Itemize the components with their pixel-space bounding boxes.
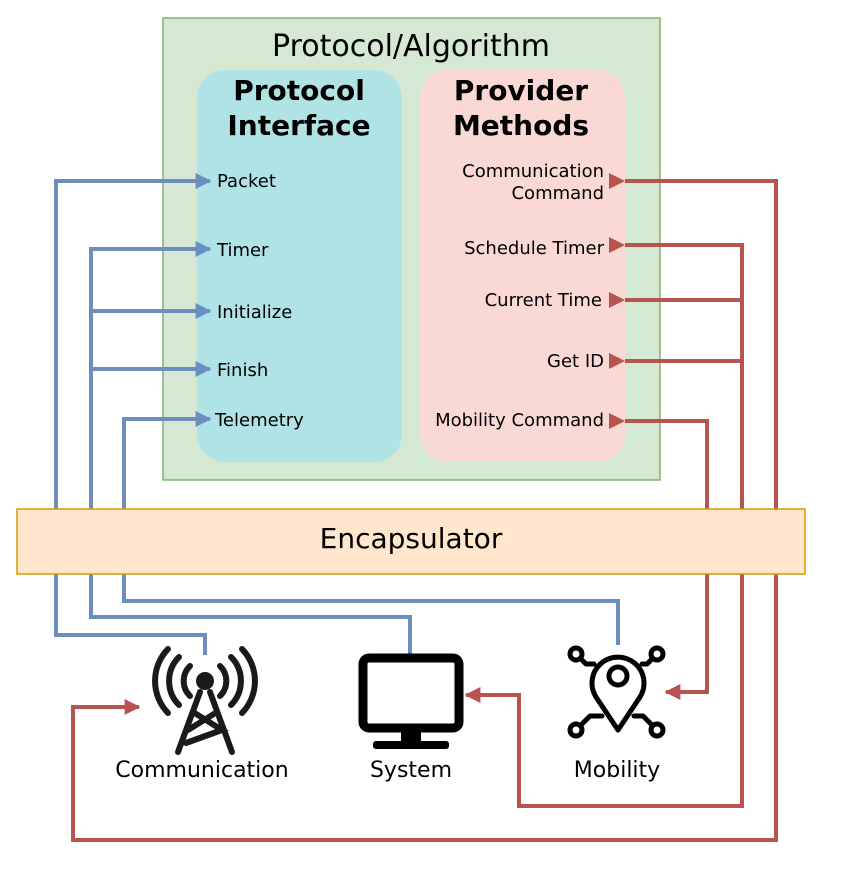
interface-item-initialize: Initialize bbox=[217, 302, 292, 323]
antenna-tower-icon bbox=[152, 646, 258, 755]
blue-connectors bbox=[54, 173, 620, 655]
connector-communication-command bbox=[71, 179, 778, 842]
method-item-schedule-timer: Schedule Timer bbox=[464, 238, 604, 259]
protocol-interface-heading-2: Interface bbox=[227, 109, 370, 142]
red-connectors bbox=[71, 173, 778, 842]
connector-mobility-telemetry bbox=[122, 411, 620, 645]
connector-system-timer bbox=[89, 241, 412, 655]
method-item-communication-command-2: Command bbox=[511, 183, 604, 204]
interface-item-telemetry: Telemetry bbox=[214, 410, 304, 431]
connector-communication-packet bbox=[54, 173, 212, 655]
arrowhead-current-time bbox=[609, 292, 625, 308]
protocol-interface-heading-1: Protocol bbox=[233, 74, 365, 107]
provider-methods-panel bbox=[420, 70, 625, 462]
interface-item-packet: Packet bbox=[217, 171, 276, 192]
location-pin-network-icon bbox=[567, 645, 666, 739]
encapsulator-label: Encapsulator bbox=[320, 522, 503, 555]
method-item-mobility-command: Mobility Command bbox=[435, 410, 604, 431]
interface-item-finish: Finish bbox=[217, 360, 268, 381]
arrowhead-schedule-timer bbox=[609, 237, 625, 253]
encapsulator-bar bbox=[16, 508, 806, 575]
system-label: System bbox=[370, 758, 452, 783]
interface-item-timer: Timer bbox=[216, 240, 269, 261]
arrowhead-mobility-command bbox=[609, 413, 625, 429]
method-item-communication-command-1: Communication bbox=[462, 161, 604, 182]
arrowhead-get-id bbox=[609, 353, 625, 369]
communication-label: Communication bbox=[115, 758, 288, 783]
protocol-interface-panel bbox=[197, 70, 402, 462]
arrowhead-communication-command bbox=[609, 173, 625, 189]
protocol-algorithm-title: Protocol/Algorithm bbox=[272, 29, 550, 64]
monitor-icon bbox=[358, 653, 464, 749]
provider-methods-heading-1: Provider bbox=[454, 74, 588, 107]
provider-methods-heading-2: Methods bbox=[453, 109, 589, 142]
method-item-current-time: Current Time bbox=[485, 290, 602, 311]
mobility-label: Mobility bbox=[574, 758, 660, 783]
connector-schedule-timer bbox=[464, 243, 744, 808]
method-item-get-id: Get ID bbox=[547, 351, 604, 372]
